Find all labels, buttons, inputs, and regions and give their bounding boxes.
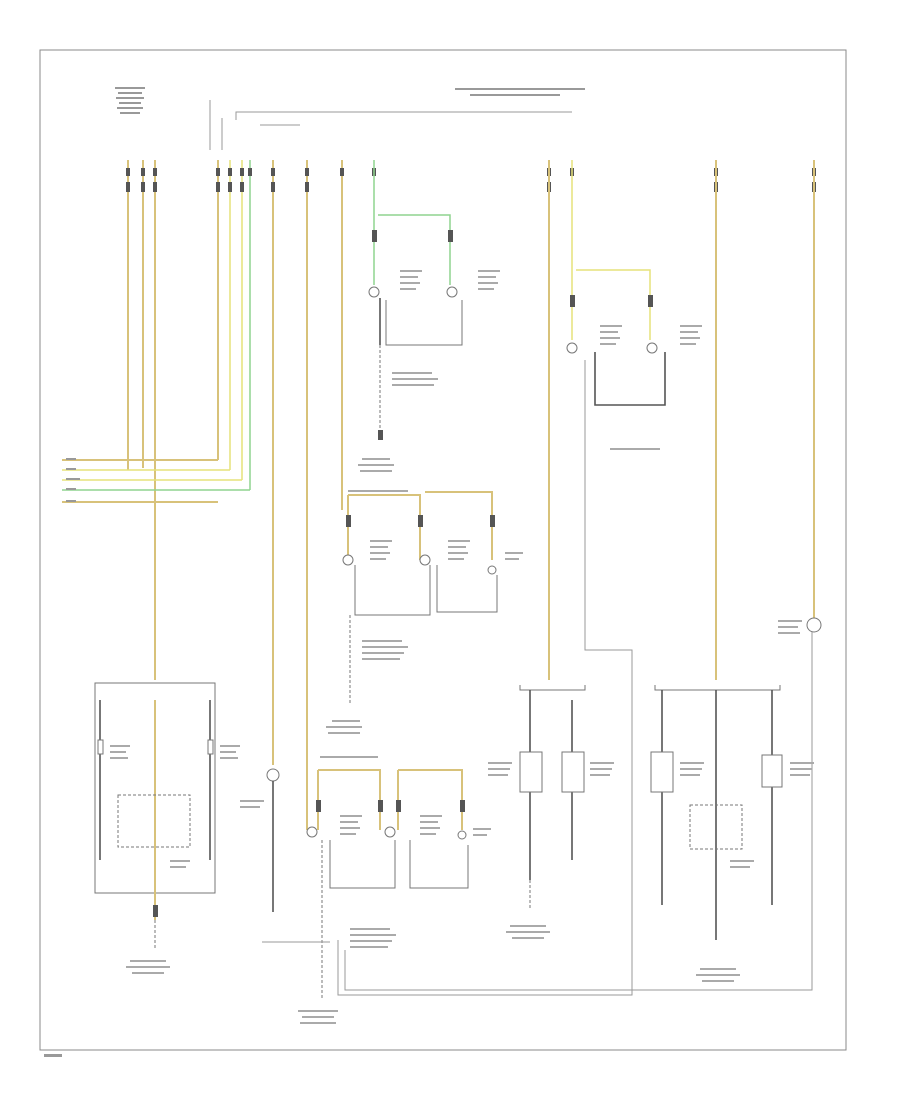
footer-mark	[44, 1054, 62, 1057]
left-bus-lines	[62, 459, 250, 503]
switch-pair-top	[368, 160, 500, 440]
diagram-border	[39, 49, 847, 1051]
bus-labels	[66, 458, 80, 502]
lamp-left-center	[240, 768, 280, 912]
label-block-topleft	[115, 87, 145, 114]
left-wire-group	[127, 160, 343, 830]
switch-pair-right	[548, 160, 702, 680]
left-lamp-module	[94, 682, 240, 974]
top-harness-line	[235, 111, 572, 120]
right-wire-group	[715, 160, 822, 680]
switch-pair-bottom	[262, 360, 813, 1024]
right-lamp-group	[650, 685, 814, 982]
label-block-topcenter	[455, 88, 585, 96]
switch-pair-mid	[342, 458, 523, 705]
center-right-lamp-pair	[488, 685, 614, 939]
